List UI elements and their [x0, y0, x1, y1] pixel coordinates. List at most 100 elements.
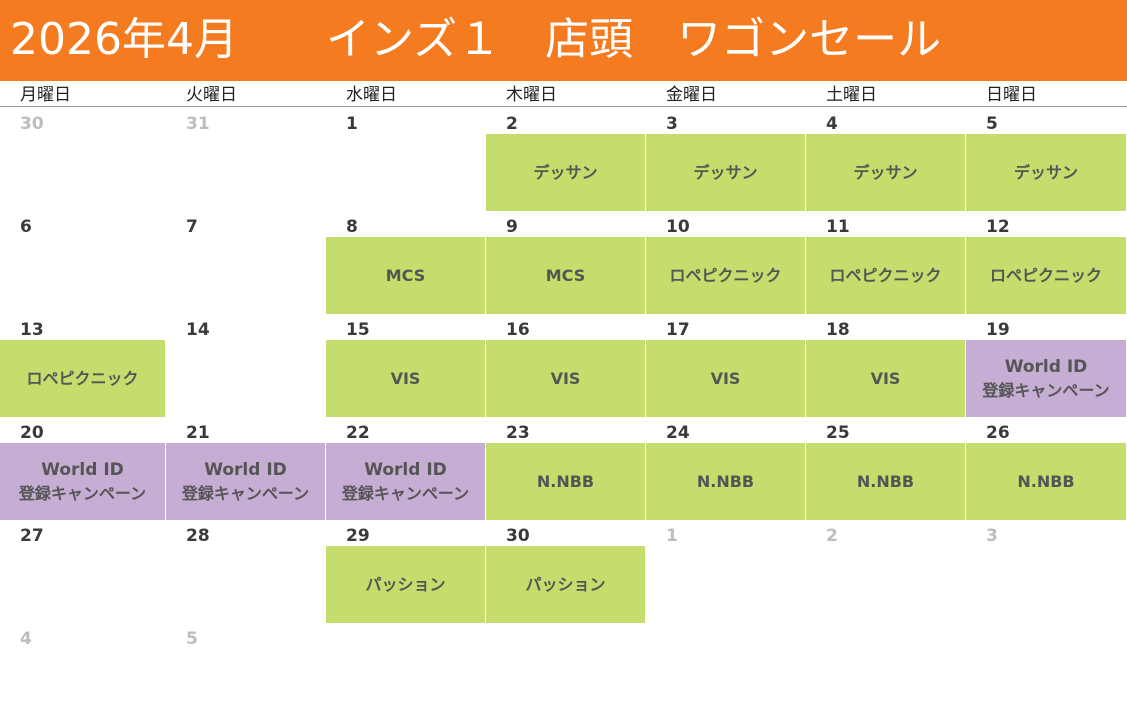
- event-block[interactable]: デッサン: [646, 134, 806, 211]
- event-text: N.NBB: [697, 470, 754, 494]
- event-block[interactable]: VIS: [326, 340, 486, 417]
- event-text: デッサン: [1014, 161, 1078, 185]
- event-label: N.NBB: [536, 471, 595, 491]
- day-number: 11: [826, 217, 850, 237]
- day-number: 19: [986, 320, 1010, 340]
- event-block[interactable]: VIS: [806, 340, 966, 417]
- weekday-label: 金曜日: [666, 85, 717, 105]
- event-text: MCS: [386, 264, 425, 288]
- weekday-divider: [0, 106, 1127, 107]
- day-number: 27: [20, 526, 44, 546]
- event-label: N.NBB: [856, 471, 915, 491]
- event-block[interactable]: デッサン: [966, 134, 1127, 211]
- event-block[interactable]: N.NBB: [806, 443, 966, 520]
- event-block[interactable]: MCS: [326, 237, 486, 314]
- day-number: 1: [666, 526, 678, 546]
- event-label: パッション: [365, 574, 446, 594]
- event-label: MCS: [545, 265, 586, 285]
- event-text: ロペピクニック: [26, 367, 138, 391]
- event-label: デッサン: [533, 162, 598, 182]
- event-label: ロペピクニック: [829, 265, 942, 285]
- day-number: 4: [826, 114, 838, 134]
- weekday-label: 木曜日: [506, 85, 557, 105]
- weekday-label: 水曜日: [346, 85, 397, 105]
- event-text: N.NBB: [857, 470, 914, 494]
- day-number: 1: [346, 114, 358, 134]
- event-block[interactable]: N.NBB: [966, 443, 1127, 520]
- event-label: World ID: [1004, 356, 1088, 377]
- day-number: 3: [986, 526, 998, 546]
- calendar-title: 2026年4月 インズ１ 店頭 ワゴンセール: [10, 14, 942, 65]
- event-block[interactable]: MCS: [486, 237, 646, 314]
- event-label: ロペピクニック: [26, 368, 139, 388]
- day-number: 21: [186, 423, 210, 443]
- event-sublabel: 登録キャンペーン: [341, 483, 470, 503]
- event-label: ロペピクニック: [669, 265, 782, 285]
- day-number: 10: [666, 217, 690, 237]
- event-block[interactable]: パッション: [326, 546, 486, 623]
- event-block[interactable]: デッサン: [486, 134, 646, 211]
- day-number: 28: [186, 526, 210, 546]
- event-text: パッション: [525, 573, 605, 597]
- event-label: デッサン: [853, 162, 918, 182]
- event-label: デッサン: [1013, 162, 1078, 182]
- day-number: 9: [506, 217, 518, 237]
- event-sublabel: 登録キャンペーン: [18, 483, 147, 503]
- event-label: VIS: [870, 368, 901, 388]
- day-number: 2: [826, 526, 838, 546]
- event-block[interactable]: ロペピクニック: [806, 237, 966, 314]
- event-block[interactable]: ロペピクニック: [0, 340, 166, 417]
- event-text: ロペピクニック: [669, 264, 781, 288]
- day-number: 5: [986, 114, 998, 134]
- event-text: World ID 登録キャンペーン: [342, 458, 469, 506]
- weekday-label: 月曜日: [20, 85, 71, 105]
- event-label: World ID: [364, 459, 447, 480]
- event-label: VIS: [390, 368, 421, 388]
- event-text: MCS: [546, 264, 585, 288]
- weekday-label: 日曜日: [986, 85, 1037, 105]
- day-number: 18: [826, 320, 850, 340]
- event-label: VIS: [710, 368, 741, 388]
- event-block[interactable]: World ID 登録キャンペーン: [326, 443, 486, 520]
- day-number: 12: [986, 217, 1010, 237]
- day-number: 25: [826, 423, 850, 443]
- event-text: VIS: [551, 367, 581, 391]
- event-label: N.NBB: [696, 471, 755, 491]
- event-text: World ID 登録キャンペーン: [19, 458, 146, 506]
- event-text: N.NBB: [537, 470, 594, 494]
- event-text: VIS: [711, 367, 741, 391]
- event-block[interactable]: N.NBB: [486, 443, 646, 520]
- event-block[interactable]: デッサン: [806, 134, 966, 211]
- event-block[interactable]: ロペピクニック: [966, 237, 1127, 314]
- event-block[interactable]: World ID 登録キャンペーン: [0, 443, 166, 520]
- event-label: N.NBB: [1017, 471, 1075, 491]
- day-number: 17: [666, 320, 690, 340]
- event-block[interactable]: ロペピクニック: [646, 237, 806, 314]
- event-label: World ID: [41, 459, 124, 480]
- event-block[interactable]: パッション: [486, 546, 646, 623]
- day-number: 22: [346, 423, 370, 443]
- day-number: 16: [506, 320, 530, 340]
- day-number: 30: [20, 114, 44, 134]
- event-label: パッション: [525, 574, 606, 594]
- event-text: デッサン: [853, 161, 917, 185]
- day-number: 3: [666, 114, 678, 134]
- day-number: 14: [186, 320, 210, 340]
- day-number: 13: [20, 320, 44, 340]
- event-block[interactable]: N.NBB: [646, 443, 806, 520]
- event-text: N.NBB: [1017, 470, 1074, 494]
- day-number: 30: [506, 526, 530, 546]
- day-number: 31: [186, 114, 210, 134]
- day-number: 20: [20, 423, 44, 443]
- day-number: 8: [346, 217, 358, 237]
- event-block[interactable]: VIS: [486, 340, 646, 417]
- event-label: VIS: [550, 368, 581, 388]
- event-label: World ID: [204, 459, 287, 480]
- event-text: デッサン: [693, 161, 757, 185]
- event-block[interactable]: VIS: [646, 340, 806, 417]
- day-number: 29: [346, 526, 370, 546]
